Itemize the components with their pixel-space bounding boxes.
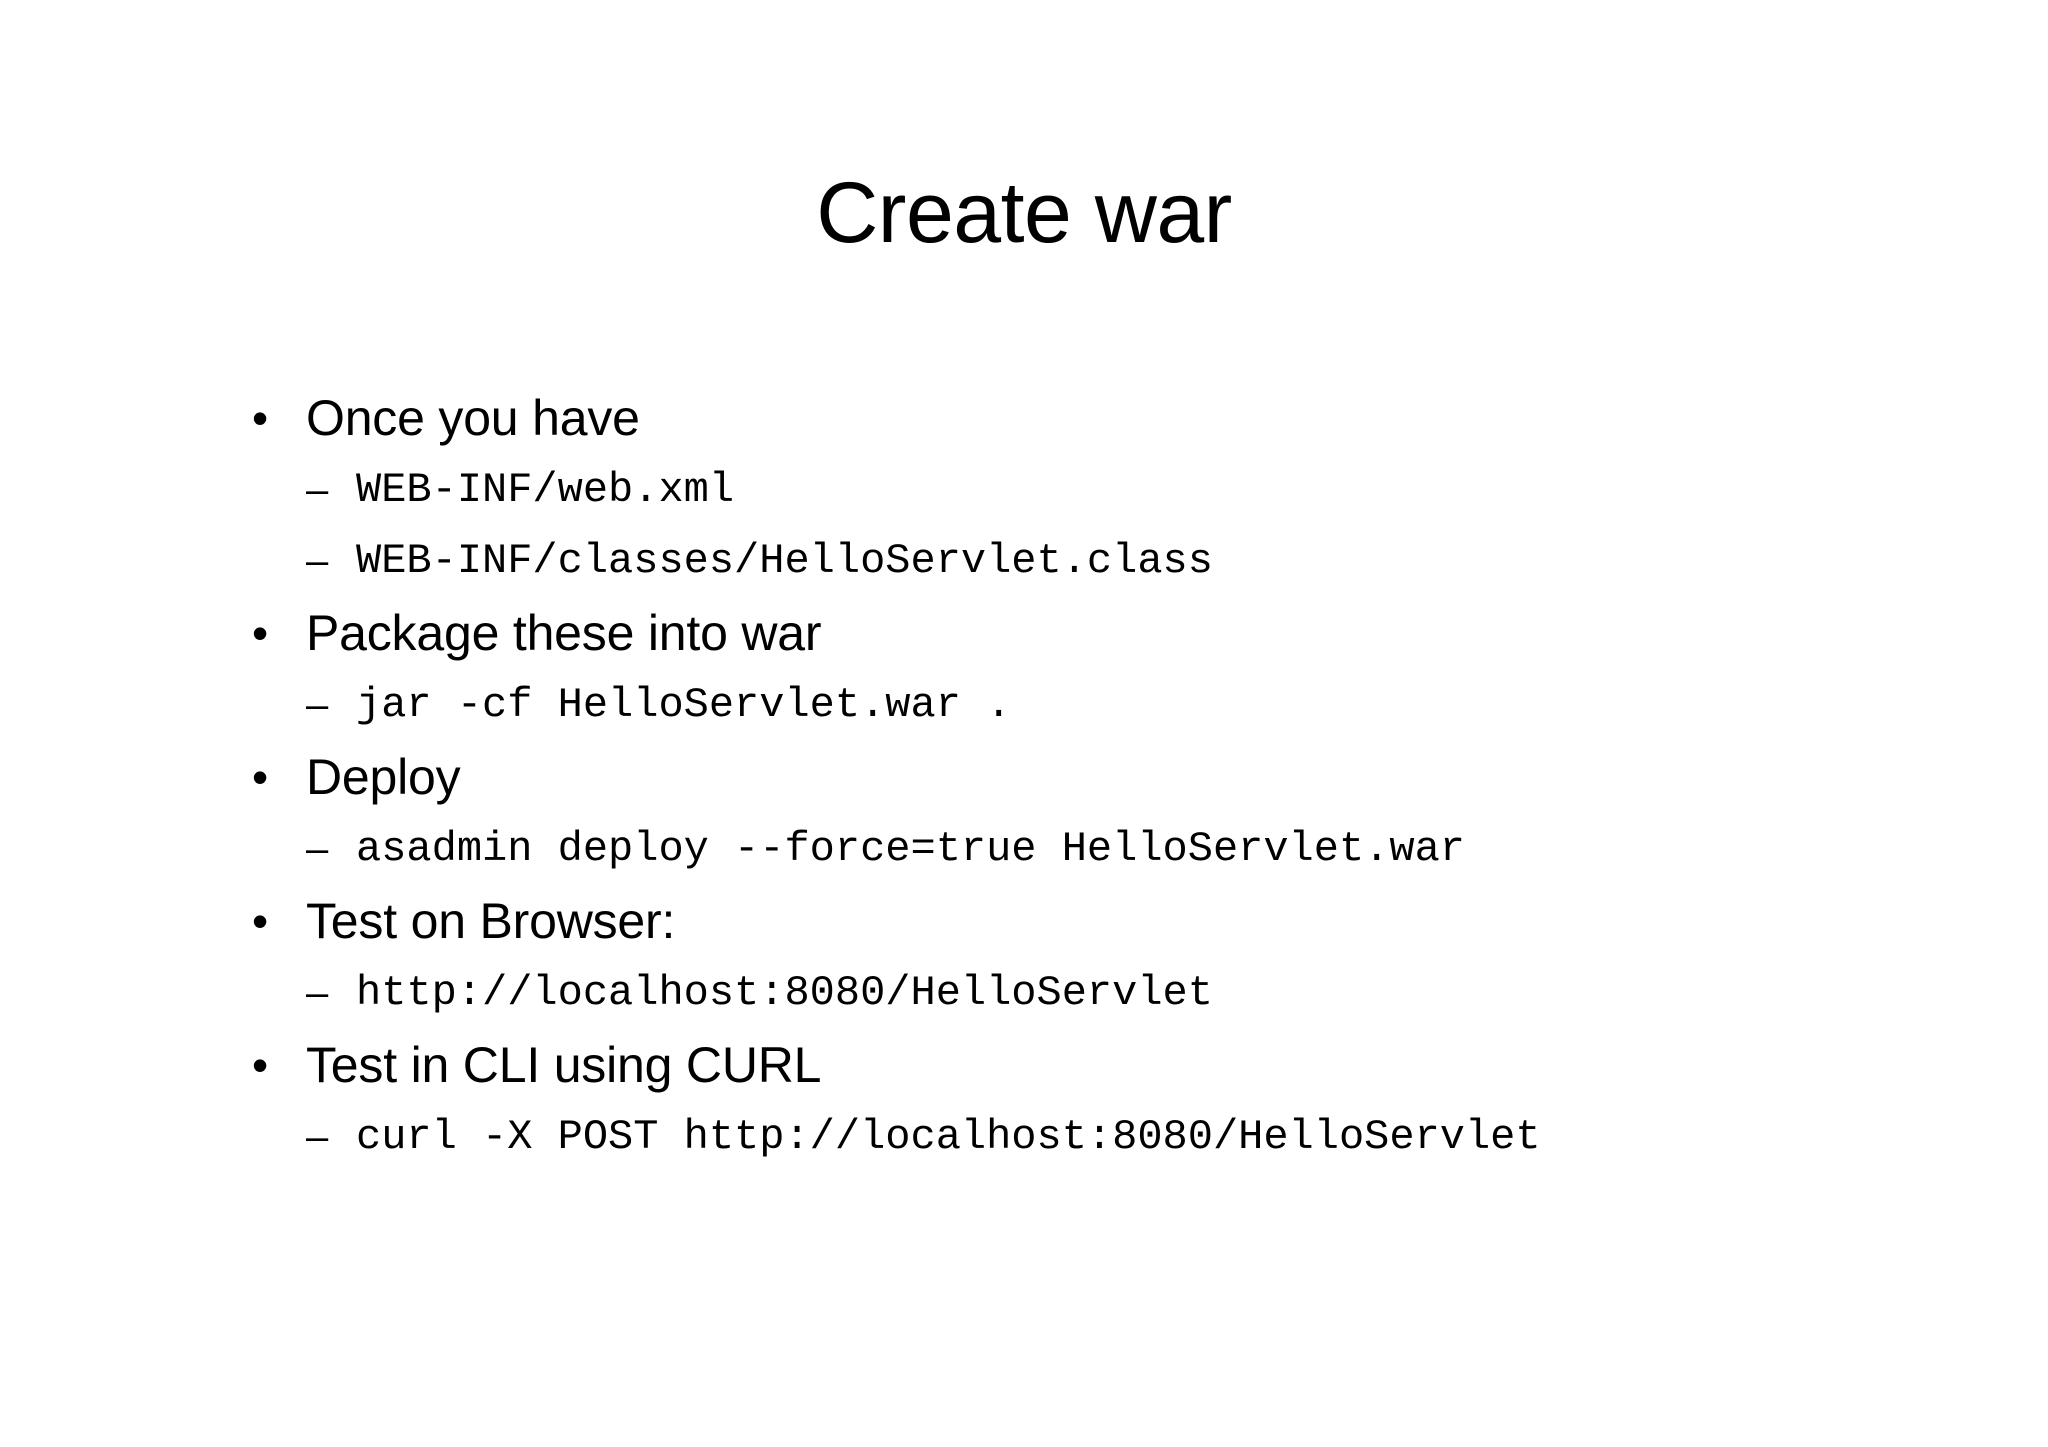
bullet-heading: Test on Browser: xyxy=(306,893,676,949)
code-line: asadmin deploy --force=true HelloServlet… xyxy=(356,825,1465,873)
dash-bullet-icon: – xyxy=(306,827,329,871)
url-line: http://localhost:8080/HelloServlet xyxy=(356,969,1213,1017)
bullet-group: • Once you have – WEB-INF/web.xml – WEB-… xyxy=(248,382,1968,597)
list-item: • Once you have xyxy=(248,382,1968,455)
dash-bullet-icon: – xyxy=(306,1115,329,1159)
bullet-heading: Test in CLI using CURL xyxy=(306,1037,822,1093)
list-item: – WEB-INF/web.xml xyxy=(248,455,1968,526)
dash-bullet-icon: – xyxy=(306,971,329,1015)
dash-bullet-icon: – xyxy=(306,468,329,512)
page-title: Create war xyxy=(816,165,1232,261)
list-item: • Deploy xyxy=(248,741,1968,814)
list-item: • Package these into war xyxy=(248,597,1968,670)
list-item: • Test in CLI using CURL xyxy=(248,1029,1968,1102)
list-item: – curl -X POST http://localhost:8080/Hel… xyxy=(248,1102,1968,1173)
list-item: – jar -cf HelloServlet.war . xyxy=(248,670,1968,741)
bullet-group: • Deploy – asadmin deploy --force=true H… xyxy=(248,741,1968,885)
bullet-dot-icon: • xyxy=(252,1039,269,1091)
bullet-list: • Once you have – WEB-INF/web.xml – WEB-… xyxy=(248,382,1968,1173)
bullet-group: • Test in CLI using CURL – curl -X POST … xyxy=(248,1029,1968,1173)
bullet-dot-icon: • xyxy=(252,392,269,444)
bullet-heading: Package these into war xyxy=(306,605,822,661)
bullet-dot-icon: • xyxy=(252,751,269,803)
bullet-dot-icon: • xyxy=(252,607,269,659)
code-line: WEB-INF/classes/HelloServlet.class xyxy=(356,537,1213,585)
bullet-group: • Package these into war – jar -cf Hello… xyxy=(248,597,1968,741)
bullet-heading: Deploy xyxy=(306,749,461,805)
bullet-group: • Test on Browser: – http://localhost:80… xyxy=(248,885,1968,1029)
code-line: WEB-INF/web.xml xyxy=(356,466,735,514)
list-item: – http://localhost:8080/HelloServlet xyxy=(248,958,1968,1029)
bullet-heading: Once you have xyxy=(306,390,640,446)
dash-bullet-icon: – xyxy=(306,539,329,583)
code-line: jar -cf HelloServlet.war . xyxy=(356,681,1012,729)
code-line: curl -X POST http://localhost:8080/Hello… xyxy=(356,1113,1541,1161)
bullet-dot-icon: • xyxy=(252,895,269,947)
list-item: – asadmin deploy --force=true HelloServl… xyxy=(248,814,1968,885)
dash-bullet-icon: – xyxy=(306,683,329,727)
list-item: – WEB-INF/classes/HelloServlet.class xyxy=(248,526,1968,597)
list-item: • Test on Browser: xyxy=(248,885,1968,958)
